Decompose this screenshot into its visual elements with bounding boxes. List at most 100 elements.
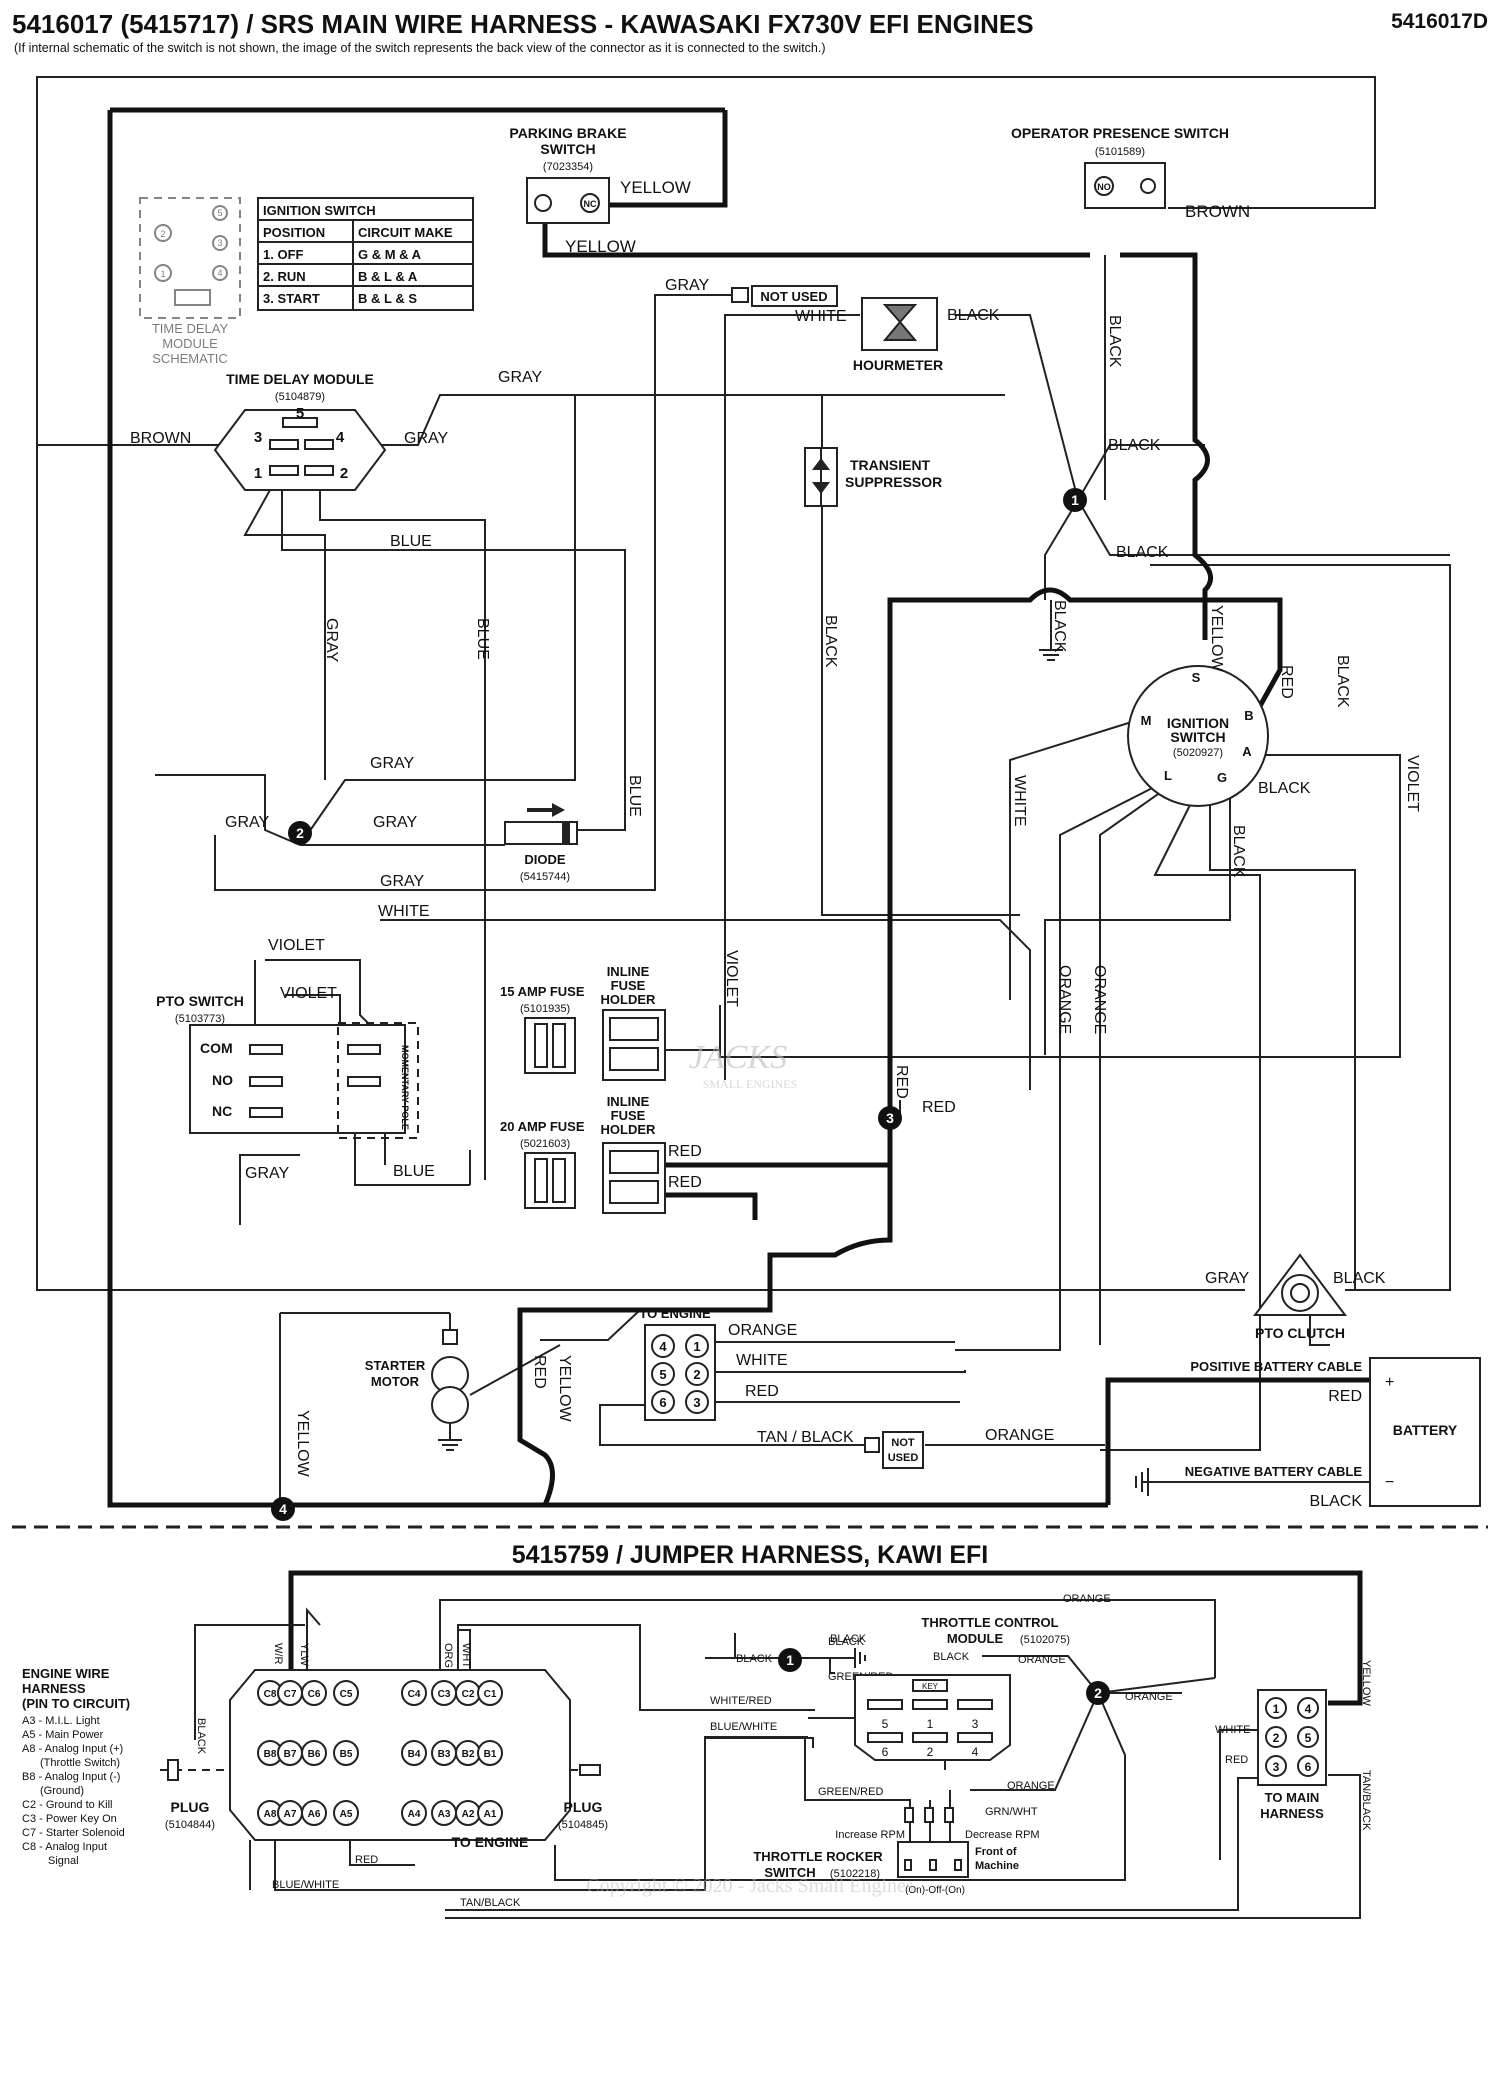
connector-pin-a5 xyxy=(333,1800,359,1826)
svg-text:WHITE: WHITE xyxy=(1215,1724,1250,1736)
svg-text:GRAY: GRAY xyxy=(370,755,414,772)
svg-text:3: 3 xyxy=(886,1110,894,1126)
svg-text:A3 - M.I.L. Light: A3 - M.I.L. Light xyxy=(22,1715,100,1727)
svg-text:ORANGE: ORANGE xyxy=(1056,965,1073,1034)
svg-text:GRAY: GRAY xyxy=(380,873,424,890)
throttle-rocker-switch: THROTTLE ROCKER SWITCH (5102218) (On)-Of… xyxy=(753,1806,1039,1896)
svg-text:L: L xyxy=(1164,768,1172,783)
starter-motor: STARTER MOTOR xyxy=(365,1329,469,1451)
svg-text:(5104879): (5104879) xyxy=(275,391,325,403)
svg-text:ORANGE: ORANGE xyxy=(1018,1654,1066,1666)
svg-text:GRAY: GRAY xyxy=(373,814,417,831)
svg-text:RED: RED xyxy=(893,1065,910,1099)
svg-text:RED: RED xyxy=(1225,1754,1248,1766)
not-used-connector: NOT USED GRAY xyxy=(665,277,838,307)
svg-text:20 AMP FUSE: 20 AMP FUSE xyxy=(500,1119,585,1134)
svg-text:4: 4 xyxy=(659,1339,667,1354)
svg-text:−: − xyxy=(1385,1474,1394,1491)
svg-text:FUSE: FUSE xyxy=(611,978,646,993)
wire-label-black: BLACK xyxy=(1310,1493,1363,1510)
svg-text:3: 3 xyxy=(693,1395,700,1410)
svg-text:POSITIVE BATTERY CABLE: POSITIVE BATTERY CABLE xyxy=(1190,1359,1362,1374)
svg-text:ORG: ORG xyxy=(442,1643,454,1668)
svg-text:TO MAIN: TO MAIN xyxy=(1265,1790,1320,1805)
svg-text:RED: RED xyxy=(922,1099,956,1116)
svg-text:THROTTLE CONTROL: THROTTLE CONTROL xyxy=(921,1615,1058,1630)
connector-pin-b1 xyxy=(477,1740,503,1766)
connector-pin-label: A2 xyxy=(462,1809,475,1820)
svg-text:IGNITION SWITCH: IGNITION SWITCH xyxy=(263,203,376,218)
wire-label-red: RED xyxy=(745,1383,779,1400)
thin-wires xyxy=(36,76,1451,1505)
svg-text:RED: RED xyxy=(1278,665,1295,699)
connector-pin-label: B2 xyxy=(462,1749,475,1760)
wire-label-yellow: YELLOW xyxy=(565,237,636,256)
junction-node-2 xyxy=(288,821,312,845)
connector-pin-c6 xyxy=(301,1680,327,1706)
wire-label-white: WHITE xyxy=(736,1352,788,1369)
connector-pin-label: A4 xyxy=(408,1809,421,1820)
svg-text:(5101589): (5101589) xyxy=(1095,146,1145,158)
svg-text:3: 3 xyxy=(1273,1760,1280,1774)
ignition-switch: IGNITION SWITCH (5020927) S B M A L G xyxy=(1127,665,1269,807)
svg-text:B & L & S: B & L & S xyxy=(358,291,417,306)
svg-text:GRAY: GRAY xyxy=(245,1165,289,1182)
svg-text:BLACK: BLACK xyxy=(828,1636,865,1648)
svg-text:ORANGE: ORANGE xyxy=(1007,1780,1055,1792)
svg-text:BLACK: BLACK xyxy=(1334,655,1351,708)
connector-pin-a1 xyxy=(477,1800,503,1826)
svg-text:2: 2 xyxy=(1273,1731,1280,1745)
svg-text:(5102075): (5102075) xyxy=(1020,1634,1070,1646)
svg-text:4: 4 xyxy=(1305,1702,1312,1716)
svg-text:MOMENTARY POLE: MOMENTARY POLE xyxy=(400,1045,410,1130)
wire-label-white: WHITE xyxy=(795,308,847,325)
svg-text:TO ENGINE: TO ENGINE xyxy=(639,1306,711,1321)
svg-text:SWITCH: SWITCH xyxy=(1170,729,1225,745)
svg-text:5: 5 xyxy=(296,405,304,422)
wire-label-tan-black: TAN / BLACK xyxy=(757,1429,854,1446)
jumper-node-1 xyxy=(778,1648,802,1672)
svg-text:JACKS: JACKS xyxy=(689,1039,787,1076)
wire-label-orange: ORANGE xyxy=(985,1427,1054,1444)
wire-label-red: RED xyxy=(1328,1388,1362,1405)
svg-text:BLUE: BLUE xyxy=(474,618,491,660)
connector-pin-label: A1 xyxy=(484,1809,497,1820)
junction-node-4 xyxy=(271,1497,295,1521)
svg-text:(Ground): (Ground) xyxy=(40,1785,84,1797)
svg-text:BLACK: BLACK xyxy=(1051,600,1068,653)
svg-text:STARTER: STARTER xyxy=(365,1358,426,1373)
svg-text:GRAY: GRAY xyxy=(225,814,269,831)
svg-text:CIRCUIT MAKE: CIRCUIT MAKE xyxy=(358,225,453,240)
svg-text:1: 1 xyxy=(1273,1702,1280,1716)
battery: BATTERY + − POSITIVE BATTERY CABLE RED N… xyxy=(1185,1357,1481,1510)
svg-text:5: 5 xyxy=(1305,1731,1312,1745)
svg-text:(5102218): (5102218) xyxy=(830,1868,880,1880)
svg-text:(On)-Off-(On): (On)-Off-(On) xyxy=(905,1885,965,1896)
svg-text:BLUE/WHITE: BLUE/WHITE xyxy=(272,1879,339,1891)
svg-text:VIOLET: VIOLET xyxy=(268,937,325,954)
svg-text:2: 2 xyxy=(340,465,348,482)
svg-text:2: 2 xyxy=(693,1367,700,1382)
connector-pin-label: A8 xyxy=(264,1809,277,1820)
thick-wires xyxy=(107,107,1370,1508)
svg-text:SUPPRESSOR: SUPPRESSOR xyxy=(845,474,942,490)
wire-label-black: BLACK xyxy=(947,307,1000,324)
svg-text:5: 5 xyxy=(217,208,222,218)
jumper-node-2 xyxy=(1086,1681,1110,1705)
svg-text:BROWN: BROWN xyxy=(130,430,191,447)
connector-pin-label: C3 xyxy=(438,1689,451,1700)
ignition-table: IGNITION SWITCH POSITION CIRCUIT MAKE 1.… xyxy=(257,197,474,311)
connector-pin-label: A3 xyxy=(438,1809,451,1820)
pto-clutch: PTO CLUTCH GRAY BLACK xyxy=(1205,1253,1386,1341)
connector-pin-label: C4 xyxy=(408,1689,421,1700)
svg-text:4: 4 xyxy=(279,1501,287,1517)
engine-harness-connector: PLUG (5104844) PLUG (5104845) TO ENGINE … xyxy=(160,1669,608,1850)
svg-text:BLACK: BLACK xyxy=(1106,315,1123,368)
svg-text:ORANGE: ORANGE xyxy=(1125,1691,1173,1703)
svg-text:NC: NC xyxy=(584,199,597,209)
svg-text:(5020927): (5020927) xyxy=(1173,747,1223,759)
svg-text:NO: NO xyxy=(212,1072,233,1088)
fuse-20-amp: 20 AMP FUSE (5021603) INLINE FUSE HOLDER xyxy=(500,1094,666,1214)
svg-text:(5104844): (5104844) xyxy=(165,1819,215,1831)
